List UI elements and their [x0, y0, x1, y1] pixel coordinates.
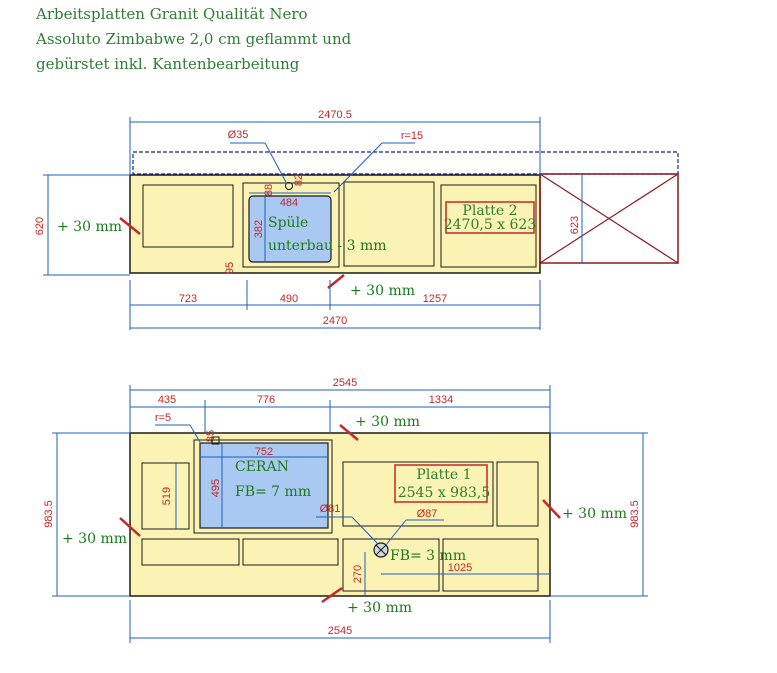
edge-left-label: + 30 mm	[57, 219, 122, 235]
cabinet-front	[142, 184, 234, 248]
plate-1-name: Platte 1	[416, 467, 471, 483]
tap-hole	[285, 182, 293, 190]
dim-1025: 1025	[448, 562, 472, 574]
title-line-1: Arbeitsplatten Granit Qualität Nero	[36, 5, 308, 23]
dim-82: 82	[293, 174, 305, 186]
edge-left-label: + 30 mm	[62, 531, 127, 547]
plate-2-label-box	[445, 201, 535, 234]
dim-diameter-81: Ø81	[320, 503, 341, 515]
drawer-front	[442, 538, 539, 592]
dim-85: 85	[205, 430, 217, 442]
dim-95: 95	[224, 262, 236, 274]
dim-seg-776: 776	[257, 394, 275, 406]
dim-seg-mid: 490	[280, 293, 298, 305]
plate-2-cutout-area	[539, 173, 679, 264]
title-line-3: gebürstet inkl. Kantenbearbeitung	[36, 55, 300, 73]
cabinet-front	[342, 461, 494, 527]
sink-cutout	[248, 195, 332, 263]
dim-519: 519	[161, 487, 173, 505]
drawer-front	[242, 538, 339, 566]
sink-note: unterbau - 3 mm	[268, 238, 387, 254]
plate-1-drawing: 435 776 2545 1334 r=5 85 + 30 mm 752 519…	[43, 377, 648, 643]
drain-note: FB= 3 mm	[390, 548, 466, 564]
dim-bottom-total: 2545	[328, 625, 352, 637]
dim-left-depth: 620	[34, 217, 46, 235]
dim-depth-left: 983.5	[43, 500, 55, 528]
dim-diameter-87: Ø87	[417, 508, 438, 520]
dim-radius: r=15	[401, 130, 423, 142]
dim-radius: r=5	[155, 412, 171, 424]
edge-bottom-label: + 30 mm	[350, 283, 415, 299]
cabinet-front	[440, 184, 537, 268]
drawer-front	[141, 538, 240, 566]
plate-1-size: 2545 x 983,5	[398, 485, 491, 501]
sink-name: Spüle	[268, 215, 308, 231]
cabinet-front	[141, 462, 190, 530]
dim-seg-435: 435	[158, 394, 176, 406]
plate-2-name: Platte 2	[462, 203, 517, 219]
dim-seg-1334: 1334	[429, 394, 453, 406]
dim-sink-height: 382	[253, 220, 265, 238]
dim-bottom-total: 2470	[323, 315, 347, 327]
title-line-2: Assoluto Zimbabwe 2,0 cm geflammt und	[36, 30, 352, 48]
hob-name: CERAN	[235, 459, 289, 475]
plate-2-drawing: 2470.5 Ø35 r=15 484 88 82 382 95 620	[34, 109, 679, 330]
dim-hob-width: 752	[255, 446, 273, 458]
edge-top-label: + 30 mm	[355, 414, 420, 430]
hob-note: FB= 7 mm	[235, 484, 311, 500]
plate-2-size: 2470,5 x 623	[444, 217, 537, 233]
dim-right-depth: 623	[569, 216, 581, 234]
cabinet-front	[343, 181, 435, 267]
dim-seg-left: 723	[179, 293, 197, 305]
dim-top-total: 2545	[333, 377, 357, 389]
dim-seg-right: 1257	[423, 293, 447, 305]
dim-depth-right: 983.5	[629, 500, 641, 528]
plate-1-label-box	[394, 464, 488, 503]
hob-cabinet	[193, 439, 333, 534]
dim-top-total: 2470.5	[318, 109, 352, 121]
dim-sink-width: 484	[280, 197, 298, 209]
dim-hob-height: 495	[210, 479, 222, 497]
dim-270: 270	[352, 565, 364, 583]
edge-right-label: + 30 mm	[562, 506, 627, 522]
edge-bottom-label: + 30 mm	[347, 600, 412, 616]
plate-2-overhang	[132, 151, 679, 175]
cabinet-front	[496, 461, 539, 527]
dim-tap-diameter: Ø35	[228, 129, 249, 141]
dim-88: 88	[263, 184, 275, 196]
